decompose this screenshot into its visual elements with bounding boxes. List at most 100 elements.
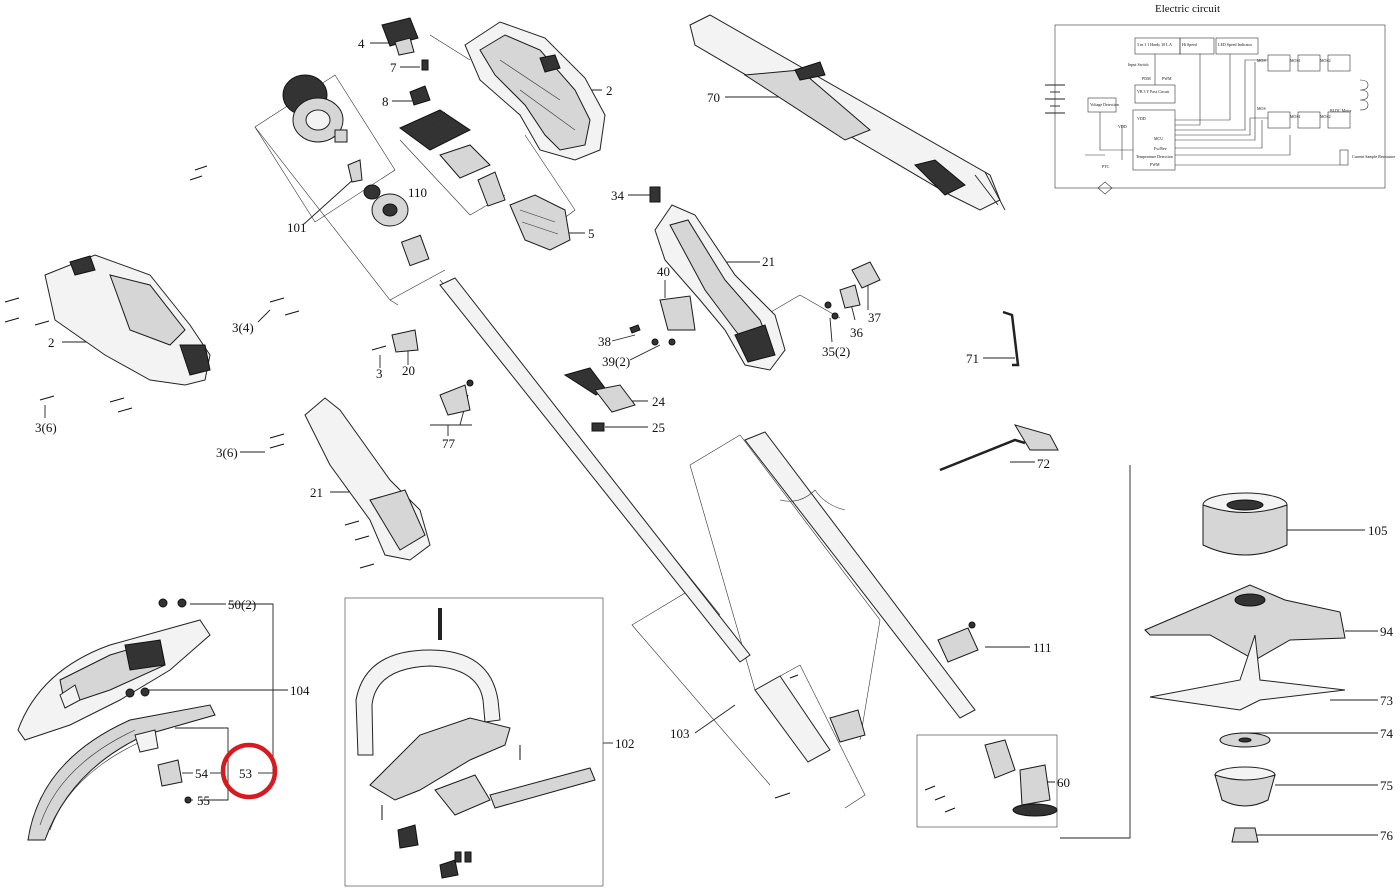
part-75-cup xyxy=(1214,766,1276,807)
circuit-text: MOS2 xyxy=(1320,114,1331,119)
circuit-text: Temperature Detection xyxy=(1136,154,1173,159)
circuit-text: MCU xyxy=(1154,136,1163,141)
callout-34: 34 xyxy=(611,188,625,203)
circuit-text: VB 3 Y Pass Circuit xyxy=(1137,89,1170,94)
callout-35-2: 35(2) xyxy=(822,344,850,359)
part-71-hex-key xyxy=(1002,310,1020,367)
callout-21-lower: 21 xyxy=(310,485,323,500)
circuit-text: 3 in 1 1 Hardy 10 L A xyxy=(1137,42,1172,47)
callout-53: 53 xyxy=(239,766,252,781)
callout-36: 36 xyxy=(850,325,864,340)
part-21-handle-upper xyxy=(654,204,786,371)
part-60-gearhead xyxy=(916,734,1058,828)
part-21-handle-lower xyxy=(304,397,431,561)
part-2-housing-upper xyxy=(464,21,606,161)
circuit-mos-bridge: MOS MOS1 MOS2 MOS MOS1 MOS2 BLDC Motor xyxy=(1257,54,1369,129)
part-70-strap xyxy=(689,14,1006,211)
callout-25: 25 xyxy=(652,420,665,435)
part-38-39-screws xyxy=(629,324,676,346)
circuit-title: Electric circuit xyxy=(1155,3,1220,15)
callout-110: 110 xyxy=(408,185,427,200)
circuit-frame xyxy=(1054,24,1386,189)
callout-111: 111 xyxy=(1033,640,1052,655)
callout-7: 7 xyxy=(390,60,397,75)
callout-60: 60 xyxy=(1057,775,1070,790)
part-5-cover xyxy=(509,194,571,251)
callout-76: 76 xyxy=(1380,828,1394,843)
part-2-housing-left xyxy=(44,254,211,386)
callout-74: 74 xyxy=(1380,726,1394,741)
leader-lines xyxy=(44,42,1378,839)
circuit-text: VDD xyxy=(1137,116,1146,121)
part-105-spool xyxy=(1202,492,1288,556)
callout-3-6-a: 3(6) xyxy=(35,420,57,435)
callout-8: 8 xyxy=(382,94,389,109)
callout-70: 70 xyxy=(707,90,720,105)
callout-3-4: 3(4) xyxy=(232,320,254,335)
electric-circuit: Electric circuit 3 in 1 1 Hardy 10 L A I… xyxy=(1045,3,1396,195)
circuit-text: MOS xyxy=(1257,106,1266,111)
circuit-text: PTC xyxy=(1102,164,1110,169)
part-4-switch xyxy=(381,17,419,56)
callout-102: 102 xyxy=(615,736,635,751)
part-7-spring xyxy=(421,59,429,71)
callout-39-2: 39(2) xyxy=(602,354,630,369)
callout-50-2: 50(2) xyxy=(228,597,256,612)
part-104-guard xyxy=(17,619,211,741)
callout-20: 20 xyxy=(402,363,415,378)
callout-40: 40 xyxy=(657,264,670,279)
highlight-circle-53 xyxy=(220,742,278,800)
part-54-55 xyxy=(157,759,192,804)
circuit-text: MOS1 xyxy=(1290,114,1301,119)
callout-105: 105 xyxy=(1368,523,1388,538)
circuit-text: PWM xyxy=(1162,76,1172,81)
part-motor xyxy=(282,74,430,267)
callout-94: 94 xyxy=(1380,624,1394,639)
callout-3-6-b: 3(6) xyxy=(216,445,238,460)
circuit-text: MOS2 xyxy=(1320,58,1331,63)
callout-73: 73 xyxy=(1380,693,1393,708)
part-24-trigger xyxy=(563,367,636,413)
part-111-bracket xyxy=(937,621,979,663)
part-77-bracket xyxy=(439,379,474,416)
callout-72: 72 xyxy=(1037,456,1050,471)
callout-55: 55 xyxy=(197,793,210,808)
circuit-text: VDD xyxy=(1118,124,1127,129)
part-73-blade xyxy=(1149,634,1346,711)
callout-3: 3 xyxy=(376,366,383,381)
circuit-text: PDM xyxy=(1142,76,1151,81)
part-102-loop-handle xyxy=(344,597,604,887)
circuit-text: Input Switch xyxy=(1128,62,1149,67)
part-8-lock xyxy=(409,85,431,106)
callout-75: 75 xyxy=(1380,778,1393,793)
part-20-clip xyxy=(391,329,419,353)
callout-77: 77 xyxy=(442,436,456,451)
part-103-clamp xyxy=(754,674,866,799)
circuit-text: BLDC Motor xyxy=(1330,108,1352,113)
part-25-spring xyxy=(591,422,605,432)
callout-5: 5 xyxy=(588,226,595,241)
circuit-text: PWM xyxy=(1150,162,1160,167)
part-74-washer xyxy=(1219,732,1271,748)
part-110-board xyxy=(399,109,506,207)
circuit-text: Current Sample Resistance xyxy=(1352,154,1396,159)
circuit-text: LED Speed Indicator xyxy=(1218,42,1253,47)
callout-71: 71 xyxy=(966,351,979,366)
callout-4: 4 xyxy=(358,36,365,51)
part-50-screws xyxy=(158,598,187,608)
circuit-text: Voltage Detection xyxy=(1090,102,1119,107)
circuit-text: Fw/Rev xyxy=(1154,146,1167,151)
screws xyxy=(4,165,387,569)
callout-labels: 4 7 8 2 70 110 5 101 34 21 40 37 36 38 3… xyxy=(35,36,1394,843)
circuit-text: Hi Speed xyxy=(1182,42,1197,47)
callout-103: 103 xyxy=(670,726,690,741)
part-94-guard xyxy=(1144,584,1346,661)
callout-54: 54 xyxy=(195,766,209,781)
callout-2-left: 2 xyxy=(48,335,55,350)
part-40-latch xyxy=(659,295,696,331)
circuit-text: MOS1 xyxy=(1290,58,1301,63)
callout-2: 2 xyxy=(606,83,613,98)
circuit-text: MOS xyxy=(1257,58,1266,63)
callout-24: 24 xyxy=(652,394,666,409)
